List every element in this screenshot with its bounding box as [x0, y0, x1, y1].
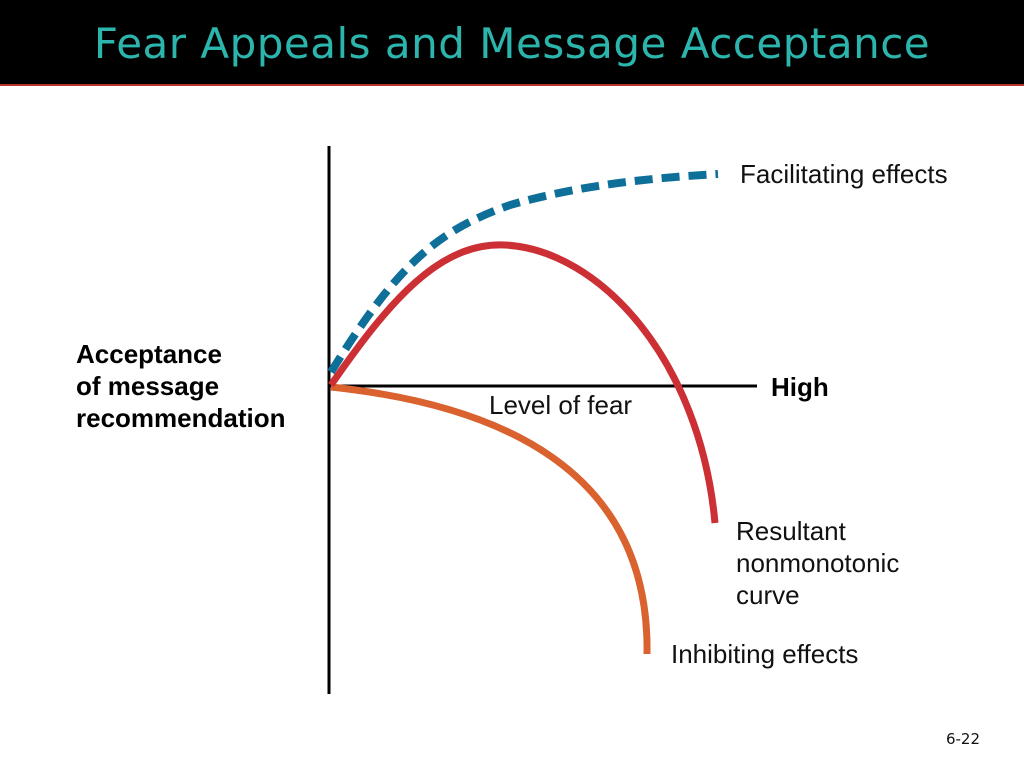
y-axis-label: Acceptance of message recommendation — [76, 338, 326, 434]
resultant-curve — [328, 241, 719, 524]
y-axis-label-line-1: Acceptance — [76, 339, 222, 369]
inhibiting-effects-label: Inhibiting effects — [671, 639, 859, 669]
y-axis-label-line-3: recommendation — [76, 403, 286, 433]
resultant-label-line-1: Resultant — [736, 516, 846, 546]
x-axis-label: Level of fear — [489, 390, 633, 420]
slide-title: Fear Appeals and Message Acceptance — [93, 19, 931, 68]
slide-number: 6-22 — [945, 730, 980, 748]
resultant-curve-label: Resultant nonmonotonic curve — [736, 515, 899, 611]
resultant-label-line-3: curve — [736, 580, 800, 610]
x-axis-end-label: High — [771, 372, 829, 402]
title-bar: Fear Appeals and Message Acceptance — [0, 0, 1024, 86]
inhibiting-effects-curve — [330, 383, 651, 655]
resultant-label-line-2: nonmonotonic — [736, 548, 900, 578]
y-axis-label-line-2: of message — [76, 371, 220, 401]
facilitating-effects-label: Facilitating effects — [740, 159, 948, 189]
facilitating-effects-curve — [327, 170, 719, 375]
